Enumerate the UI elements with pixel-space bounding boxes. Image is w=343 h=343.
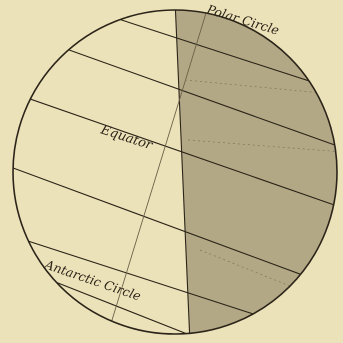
globe-diagram: Polar Circle Equator Antarctic Circle — [0, 0, 343, 343]
